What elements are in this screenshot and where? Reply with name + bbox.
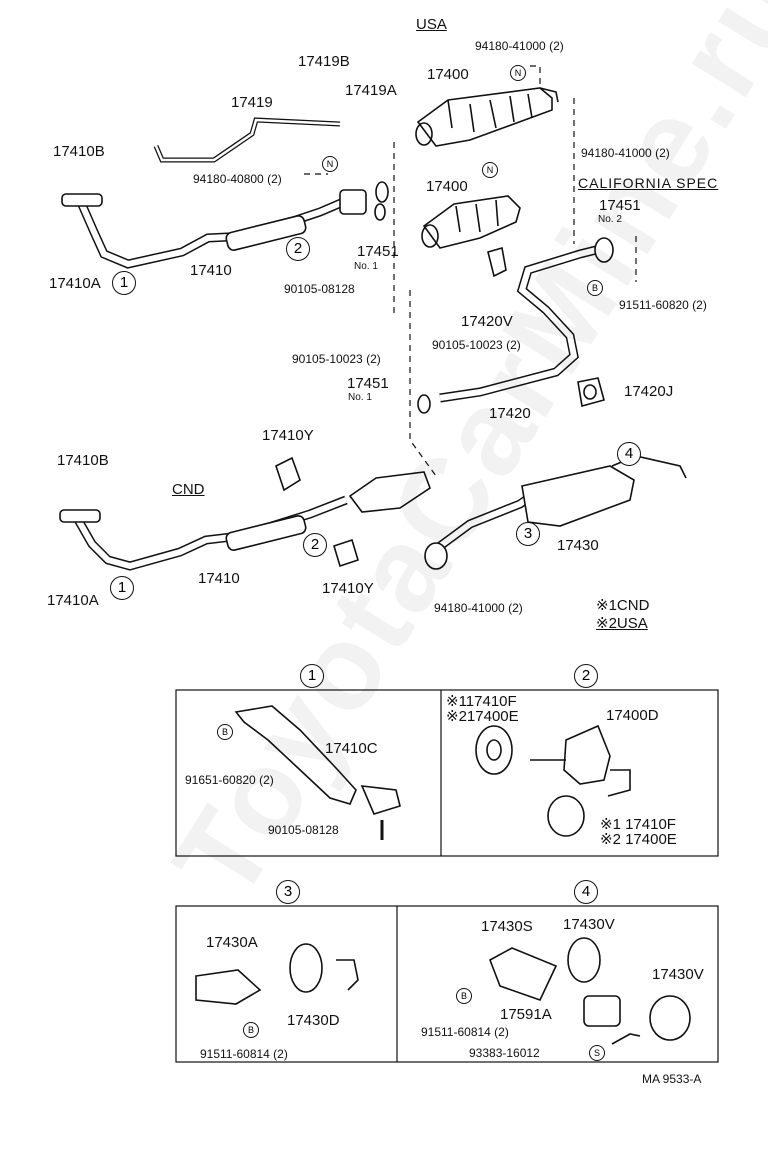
label-90105-10023-right: 90105-10023 (2) bbox=[432, 338, 521, 352]
insulator-17410f bbox=[475, 725, 513, 775]
label-91651-60820: 91651-60820 (2) bbox=[185, 773, 274, 787]
label-17420v: 17420V bbox=[461, 313, 513, 330]
legend-cnd: ※1CND bbox=[596, 597, 650, 614]
label-94180-41000-mid: 94180-41000 (2) bbox=[581, 146, 670, 160]
detail-header-2: 2 bbox=[574, 664, 598, 688]
label-17430s: 17430S bbox=[481, 918, 533, 935]
label-17419a: 17419A bbox=[345, 82, 397, 99]
label-17410b-top: 17410B bbox=[53, 143, 105, 160]
pipe-17420 bbox=[417, 237, 614, 414]
label-91511-60814-detail4: 91511-60814 (2) bbox=[421, 1025, 509, 1039]
pipe-17419 bbox=[153, 117, 341, 163]
detail-box-3-4 bbox=[175, 905, 719, 1063]
callout-2-top: 2 bbox=[286, 237, 310, 261]
hanger-17420j bbox=[577, 377, 605, 408]
insulator-17430v-a bbox=[567, 937, 601, 983]
callout-n-17419: N bbox=[322, 156, 338, 172]
label-17400e-bottom: ※2 17400E bbox=[600, 831, 677, 848]
callout-b-detail3: B bbox=[243, 1022, 259, 1038]
detail-header-3: 3 bbox=[276, 880, 300, 904]
label-17400d: 17400D bbox=[606, 707, 659, 724]
label-90105-08128: 90105-08128 bbox=[284, 282, 355, 296]
label-17419b: 17419B bbox=[298, 53, 350, 70]
label-17430d: 17430D bbox=[287, 1012, 340, 1029]
catalytic-converter-california bbox=[421, 195, 521, 249]
label-17451-left: 17451 bbox=[357, 243, 399, 260]
label-17591a: 17591A bbox=[500, 1006, 552, 1023]
bracket-17400d bbox=[563, 724, 611, 785]
callout-1-bottom: 1 bbox=[110, 576, 134, 600]
label-17400-california: 17400 bbox=[426, 178, 468, 195]
label-17410c: 17410C bbox=[325, 740, 378, 757]
header-cnd: CND bbox=[172, 481, 205, 498]
label-17410a-top: 17410A bbox=[49, 275, 101, 292]
detail-box-1-2 bbox=[175, 689, 719, 857]
catalytic-converter-cnd bbox=[348, 471, 431, 513]
callout-b-91511: B bbox=[587, 280, 603, 296]
label-17400-usa: 17400 bbox=[427, 66, 469, 83]
insulator-17430d bbox=[289, 943, 323, 993]
label-17410-bottom: 17410 bbox=[198, 570, 240, 587]
label-90105-10023-left: 90105-10023 (2) bbox=[292, 352, 381, 366]
label-17410y-bottom: 17410Y bbox=[322, 580, 374, 597]
label-17420j: 17420J bbox=[624, 383, 674, 400]
front-pipe-top bbox=[61, 189, 367, 269]
label-94180-41000-bottom: 94180-41000 (2) bbox=[434, 601, 523, 615]
callout-4-main: 4 bbox=[617, 442, 641, 466]
callout-s-detail4: S bbox=[589, 1045, 605, 1061]
hanger-17410y-top bbox=[275, 456, 301, 492]
label-17420: 17420 bbox=[489, 405, 531, 422]
callout-b-detail1: B bbox=[217, 724, 233, 740]
callout-n-top: N bbox=[510, 65, 526, 81]
label-94180-41000-top: 94180-41000 (2) bbox=[475, 39, 564, 53]
detail-header-4: 4 bbox=[574, 880, 598, 904]
bracket-17430s bbox=[489, 947, 558, 1001]
label-17410a-bottom: 17410A bbox=[47, 592, 99, 609]
label-93383-16012: 93383-16012 bbox=[469, 1046, 540, 1060]
legend-usa: ※2USA bbox=[596, 615, 648, 632]
block-17591a bbox=[583, 995, 621, 1027]
diagram-code: MA 9533-A bbox=[642, 1072, 702, 1086]
front-pipe-bottom bbox=[59, 495, 348, 571]
label-17400e-top: ※217400E bbox=[446, 708, 519, 725]
label-17410b-bottom: 17410B bbox=[57, 452, 109, 469]
header-california-spec: CALIFORNIA SPEC bbox=[578, 175, 719, 191]
label-17430a: 17430A bbox=[206, 934, 258, 951]
callout-2-bottom: 2 bbox=[303, 533, 327, 557]
label-17419: 17419 bbox=[231, 94, 273, 111]
muffler-17430 bbox=[424, 455, 687, 570]
insulator-17400e bbox=[547, 795, 585, 837]
label-17410y-top: 17410Y bbox=[262, 427, 314, 444]
label-94180-40800: 94180-40800 (2) bbox=[193, 172, 282, 186]
label-17451-lower: 17451 bbox=[347, 375, 389, 392]
label-17430: 17430 bbox=[557, 537, 599, 554]
bracket-17430a bbox=[195, 969, 262, 1005]
label-17451-right: 17451 bbox=[599, 197, 641, 214]
label-91511-60820: 91511-60820 (2) bbox=[619, 298, 707, 312]
label-17451-right-no: No. 2 bbox=[598, 214, 622, 225]
insulator-17430v-b bbox=[649, 995, 691, 1041]
header-usa: USA bbox=[416, 16, 447, 33]
label-17410f-bottom: ※1 17410F bbox=[600, 816, 676, 833]
callout-b-detail4: B bbox=[456, 988, 472, 1004]
label-17410f-top: ※117410F bbox=[446, 693, 517, 710]
label-17451-left-no: No. 1 bbox=[354, 261, 378, 272]
label-91511-60814-detail3: 91511-60814 (2) bbox=[200, 1047, 288, 1061]
gasket-17451-left bbox=[375, 181, 389, 203]
detail-header-1: 1 bbox=[300, 664, 324, 688]
callout-n-mid: N bbox=[482, 162, 498, 178]
bracket-17410c bbox=[234, 705, 357, 805]
hanger-17420v bbox=[487, 246, 507, 278]
label-17451-lower-no: No. 1 bbox=[348, 392, 372, 403]
label-90105-08128-detail: 90105-08128 bbox=[268, 823, 339, 837]
catalytic-converter-usa bbox=[415, 87, 559, 147]
hanger-17410y-bottom bbox=[333, 538, 359, 568]
label-17410-top: 17410 bbox=[190, 262, 232, 279]
label-17430v-b: 17430V bbox=[652, 966, 704, 983]
callout-1-top: 1 bbox=[112, 271, 136, 295]
label-17430v-a: 17430V bbox=[563, 916, 615, 933]
callout-3-main: 3 bbox=[516, 522, 540, 546]
